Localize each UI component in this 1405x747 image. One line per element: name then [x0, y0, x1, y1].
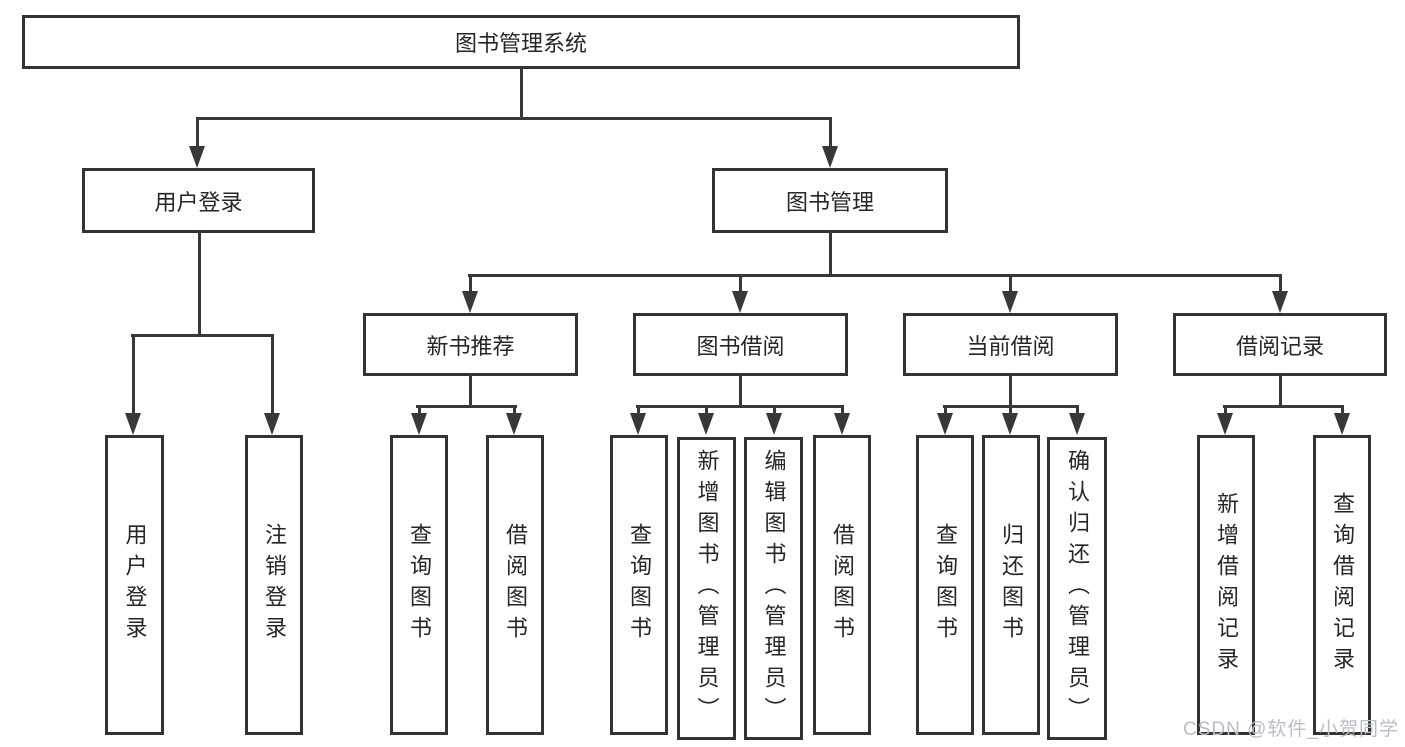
node-label: 查询图书 — [627, 523, 652, 647]
connector-line — [739, 373, 742, 407]
arrow-down-icon — [125, 413, 141, 435]
arrow-down-icon — [698, 413, 714, 435]
node-label: 借阅图书 — [503, 523, 528, 647]
node-edit-books-admin: 编辑图书（管理员） — [744, 437, 803, 740]
node-label: 编辑图书（管理员） — [761, 449, 787, 728]
node-query-books-c: 查询图书 — [916, 435, 974, 735]
node-book-management: 图书管理 — [712, 168, 948, 233]
connector-line — [1279, 373, 1282, 407]
node-label: 新增借阅记录 — [1214, 492, 1239, 678]
connector-line — [131, 334, 274, 337]
connector-line — [469, 274, 472, 302]
connector-line — [1009, 373, 1012, 407]
node-borrowing-records: 借阅记录 — [1173, 313, 1387, 376]
node-label: 确认归还（管理员） — [1065, 449, 1090, 728]
arrow-down-icon — [1002, 413, 1018, 435]
node-query-books-a: 查询图书 — [390, 435, 448, 735]
connector-line — [416, 405, 517, 408]
node-query-borrow-record: 查询借阅记录 — [1313, 435, 1371, 735]
arrow-down-icon — [411, 413, 427, 435]
node-borrow-books-a: 借阅图书 — [486, 435, 544, 735]
connector-line — [1009, 274, 1012, 302]
connector-line — [636, 405, 844, 408]
node-label: 查询图书 — [407, 523, 432, 647]
node-new-book-recommendation: 新书推荐 — [363, 313, 578, 376]
connector-line — [196, 117, 199, 157]
connector-line — [829, 230, 832, 276]
node-current-borrowing: 当前借阅 — [903, 313, 1118, 376]
node-label: 图书管理系统 — [454, 31, 587, 56]
node-book-borrowing: 图书借阅 — [633, 313, 848, 376]
node-label: 查询图书 — [933, 523, 958, 647]
arrow-down-icon — [1334, 413, 1350, 435]
node-label: 当前借阅 — [966, 333, 1055, 359]
arrow-down-icon — [1002, 291, 1018, 313]
node-add-borrow-record: 新增借阅记录 — [1197, 435, 1255, 735]
connector-line — [739, 274, 742, 302]
node-user-login-leaf: 用户登录 — [105, 435, 164, 735]
arrow-down-icon — [834, 413, 850, 435]
connector-line — [271, 334, 274, 424]
node-borrow-books-b: 借阅图书 — [813, 435, 871, 735]
arrow-down-icon — [1272, 291, 1288, 313]
node-logout: 注销登录 — [245, 435, 303, 735]
node-label: 新增图书（管理员） — [694, 449, 720, 728]
node-label: 用户登录 — [122, 523, 148, 647]
node-user-login: 用户登录 — [82, 168, 315, 233]
arrow-down-icon — [822, 146, 838, 168]
node-label: 查询借阅记录 — [1330, 492, 1355, 678]
arrow-down-icon — [732, 291, 748, 313]
connector-line — [468, 274, 1282, 277]
node-label: 图书借阅 — [696, 333, 785, 359]
connector-line — [469, 373, 472, 407]
node-label: 借阅记录 — [1235, 333, 1324, 359]
node-return-books: 归还图书 — [982, 435, 1040, 735]
arrow-down-icon — [937, 413, 953, 435]
node-label: 图书管理 — [785, 189, 874, 215]
node-label: 用户登录 — [154, 189, 243, 215]
arrow-down-icon — [264, 413, 280, 435]
connector-line — [1279, 274, 1282, 302]
arrow-down-icon — [630, 413, 646, 435]
arrow-down-icon — [1217, 413, 1233, 435]
connector-line — [196, 117, 832, 120]
csdn-watermark: CSDN @软件_小贺同学 — [1183, 719, 1399, 740]
arrow-down-icon — [189, 146, 205, 168]
arrow-down-icon — [462, 291, 478, 313]
connector-line — [1223, 405, 1344, 408]
arrow-down-icon — [766, 413, 782, 435]
connector-line — [132, 334, 135, 424]
connector-line — [198, 230, 201, 336]
node-add-books-admin: 新增图书（管理员） — [677, 437, 736, 740]
arrow-down-icon — [1069, 413, 1085, 435]
arrow-down-icon — [506, 413, 522, 435]
node-library-management-system: 图书管理系统 — [22, 15, 1020, 69]
node-label: 注销登录 — [262, 523, 287, 647]
node-label: 归还图书 — [999, 523, 1024, 647]
connector-line — [829, 117, 832, 157]
connector-line — [520, 66, 523, 120]
node-query-books-b: 查询图书 — [610, 435, 668, 735]
node-confirm-return-admin: 确认归还（管理员） — [1047, 437, 1107, 740]
node-label: 借阅图书 — [830, 523, 855, 647]
node-label: 新书推荐 — [426, 333, 515, 359]
